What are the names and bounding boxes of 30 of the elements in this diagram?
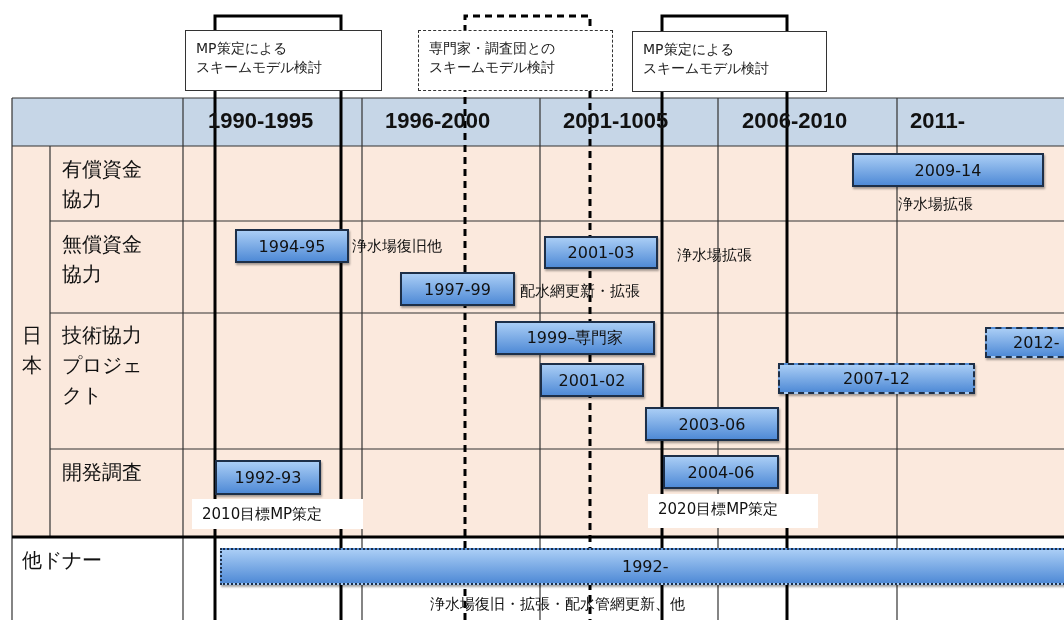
column-header: 2011-: [910, 108, 966, 134]
callout-box: MP策定によるスキームモデル検討: [185, 30, 382, 91]
callout-box: 専門家・調査団とのスキームモデル検討: [418, 30, 613, 91]
timeline-bar: 2001-02: [540, 363, 644, 397]
bar-caption: 浄水場復旧・拡張・配水管網更新、他: [430, 595, 685, 614]
bar-caption: 浄水場拡張: [677, 246, 752, 265]
row-header: 有償資金協力: [62, 156, 143, 213]
row-header: 他ドナー: [22, 547, 103, 574]
bar-caption: 浄水場拡張: [898, 195, 973, 214]
row-header: 無償資金協力: [62, 231, 143, 288]
timeline-bar: 2007-12: [778, 363, 975, 394]
bar-caption: 浄水場復旧他: [352, 237, 442, 256]
row-header: 開発調査: [62, 459, 143, 486]
timeline-bar: 1994-95: [235, 229, 349, 263]
timeline-bar: 2001-03: [544, 236, 658, 269]
timeline-bar: 2012-: [985, 327, 1064, 358]
timeline-bar: 1997-99: [400, 272, 515, 306]
row-header: 日本: [22, 322, 43, 379]
timeline-bar: 2009-14: [852, 153, 1044, 187]
column-header: 1996-2000: [385, 108, 491, 134]
bar-caption: 配水網更新・拡張: [520, 282, 640, 301]
timeline-bar: 2004-06: [663, 455, 779, 489]
timeline-bar: 1992-93: [215, 460, 321, 495]
bar-caption: 2010目標MP策定: [192, 499, 363, 529]
timeline-bar: 1992-: [220, 548, 1064, 585]
timeline-bar: 1999–専門家: [495, 321, 655, 355]
timeline-bar: 2003-06: [645, 407, 779, 441]
callout-box: MP策定によるスキームモデル検討: [632, 31, 827, 92]
bar-caption: 2020目標MP策定: [648, 494, 818, 528]
row-header: 技術協力プロジェクト: [62, 322, 143, 409]
